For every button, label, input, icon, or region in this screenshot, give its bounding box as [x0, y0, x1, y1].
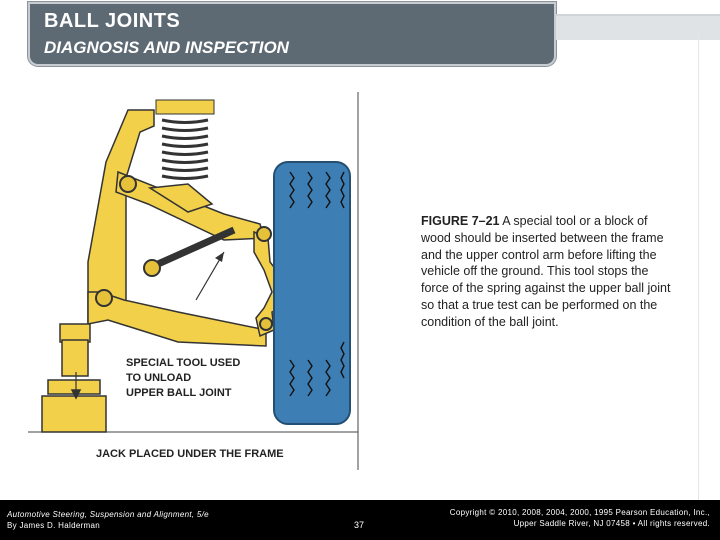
header-accent-bar: [556, 14, 720, 40]
label-special-tool-line2: TO UNLOAD: [126, 372, 191, 384]
ball-joint-figure: SPECIAL TOOL USED TO UNLOAD UPPER BALL J…: [28, 92, 368, 470]
title-box: BALL JOINTS DIAGNOSIS AND INSPECTION: [28, 2, 556, 66]
book-title: Automotive Steering, Suspension and Alig…: [7, 510, 209, 519]
figure-number: FIGURE 7–21: [421, 214, 500, 228]
copyright: Copyright © 2010, 2008, 2004, 2000, 1995…: [450, 507, 710, 529]
suspension-illustration: SPECIAL TOOL USED TO UNLOAD UPPER BALL J…: [28, 92, 359, 470]
slide-frame-edge: [698, 30, 720, 500]
tire: [273, 161, 351, 425]
slide-header: BALL JOINTS DIAGNOSIS AND INSPECTION: [0, 0, 720, 68]
slide-subtitle: DIAGNOSIS AND INSPECTION: [44, 38, 289, 57]
figure-caption: FIGURE 7–21 A special tool or a block of…: [421, 213, 679, 331]
coil-spring: [155, 99, 215, 180]
floor-jack: [41, 339, 107, 433]
special-tool: [156, 226, 236, 301]
pivot-bolts: [95, 175, 273, 331]
label-special-tool-line1: SPECIAL TOOL USED: [126, 357, 240, 369]
slide-footer: Automotive Steering, Suspension and Alig…: [0, 500, 720, 540]
copyright-line1: Copyright © 2010, 2008, 2004, 2000, 1995…: [449, 508, 710, 517]
author: By James D. Halderman: [7, 521, 100, 530]
label-special-tool-line3: UPPER BALL JOINT: [126, 387, 232, 399]
label-jack: JACK PLACED UNDER THE FRAME: [96, 448, 284, 460]
copyright-line2: Upper Saddle River, NJ 07458 • All right…: [513, 519, 710, 528]
caption-text: A special tool or a block of wood should…: [421, 214, 671, 329]
footer-citation: Automotive Steering, Suspension and Alig…: [7, 509, 209, 531]
page-number: 37: [354, 520, 365, 530]
slide-title: BALL JOINTS: [44, 10, 181, 32]
